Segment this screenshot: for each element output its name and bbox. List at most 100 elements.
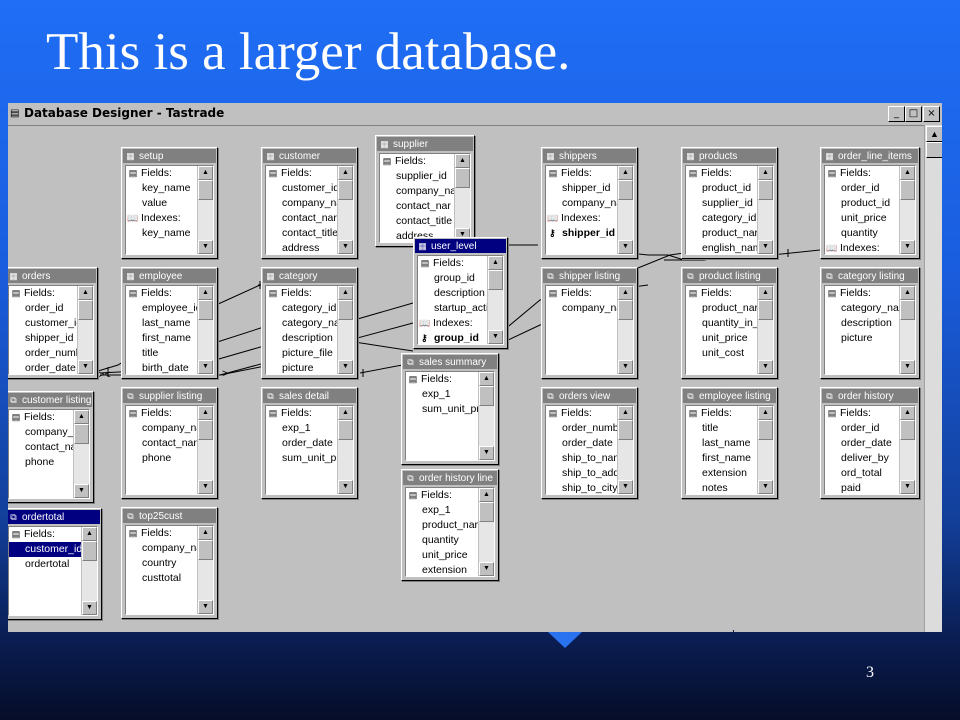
fields-header[interactable]: ▤Fields: — [126, 406, 197, 421]
field-row[interactable]: ship_to_nam — [546, 451, 617, 466]
scroll-thumb[interactable] — [488, 270, 503, 290]
scroll-down-arrow-icon[interactable]: ▼ — [488, 330, 503, 344]
table-title-bar[interactable]: ⧉ordertotal — [8, 510, 100, 524]
scroll-thumb[interactable] — [900, 420, 915, 440]
fields-header[interactable]: ▤Fields: — [406, 372, 478, 387]
scroll-thumb[interactable] — [618, 180, 633, 200]
scroll-thumb[interactable] — [78, 300, 93, 320]
field-list-scrollbar[interactable]: ▲▼ — [899, 406, 915, 494]
field-list-scrollbar[interactable]: ▲▼ — [454, 154, 470, 242]
field-list-scrollbar[interactable]: ▲▼ — [197, 286, 213, 374]
field-list-scrollbar[interactable]: ▲▼ — [337, 406, 353, 494]
scroll-up-arrow-icon[interactable]: ▲ — [338, 166, 353, 180]
table-box-customer-listing[interactable]: ⧉customer listing▤Fields:company_naconta… — [8, 391, 94, 503]
indexes-header[interactable]: 📖Indexes: — [126, 211, 197, 226]
field-list-scrollbar[interactable]: ▲▼ — [487, 256, 503, 344]
table-title-bar[interactable]: ▦customer — [263, 149, 356, 163]
field-row[interactable]: order_date — [9, 361, 77, 374]
scroll-up-arrow-icon[interactable]: ▲ — [618, 406, 633, 420]
field-row[interactable]: category_id — [686, 211, 757, 226]
field-row[interactable]: unit_price — [686, 331, 757, 346]
database-designer-window[interactable]: ▤ Database Designer - Tastrade _ □ × — [8, 103, 942, 632]
scroll-down-arrow-icon[interactable]: ▼ — [758, 480, 773, 494]
fields-header[interactable]: ▤Fields: — [126, 166, 197, 181]
scroll-up-arrow-icon[interactable]: ▲ — [926, 126, 942, 142]
field-row[interactable]: title — [686, 421, 757, 436]
field-list-scrollbar[interactable]: ▲▼ — [73, 410, 89, 498]
table-title-bar[interactable]: ▦user_level — [415, 239, 506, 253]
field-row[interactable]: quantity_in_ — [686, 316, 757, 331]
scroll-thumb[interactable] — [900, 180, 915, 200]
scroll-down-arrow-icon[interactable]: ▼ — [338, 480, 353, 494]
scroll-up-arrow-icon[interactable]: ▲ — [74, 410, 89, 424]
field-row[interactable]: contact_nar — [266, 211, 337, 226]
field-row[interactable]: sum_unit_pr — [266, 451, 337, 466]
scroll-down-arrow-icon[interactable]: ▼ — [479, 446, 494, 460]
scroll-up-arrow-icon[interactable]: ▲ — [78, 286, 93, 300]
field-row[interactable]: category_na — [266, 316, 337, 331]
field-row[interactable]: extension — [406, 563, 478, 576]
scroll-down-arrow-icon[interactable]: ▼ — [338, 360, 353, 374]
scroll-down-arrow-icon[interactable]: ▼ — [618, 240, 633, 254]
field-list-scrollbar[interactable]: ▲▼ — [757, 406, 773, 494]
field-row[interactable]: ship_to_add — [546, 466, 617, 481]
table-box-shipper-listing[interactable]: ⧉shipper listing▤Fields:company_na▲▼ — [541, 267, 638, 379]
window-vertical-scrollbar[interactable]: ▲ — [924, 125, 942, 632]
field-list-scrollbar[interactable]: ▲▼ — [337, 286, 353, 374]
fields-header[interactable]: ▤Fields: — [546, 166, 617, 181]
field-row[interactable]: company_na — [266, 196, 337, 211]
scroll-thumb[interactable] — [198, 540, 213, 560]
field-row[interactable]: key_name — [126, 181, 197, 196]
field-row[interactable]: group_id — [418, 271, 487, 286]
scroll-thumb[interactable] — [479, 502, 494, 522]
field-row[interactable]: employee_id — [126, 301, 197, 316]
window-titlebar[interactable]: ▤ Database Designer - Tastrade _ □ × — [8, 103, 942, 126]
fields-header[interactable]: ▤Fields: — [266, 406, 337, 421]
scroll-down-arrow-icon[interactable]: ▼ — [74, 484, 89, 498]
field-row[interactable]: value — [126, 196, 197, 211]
field-row[interactable]: contact_nar — [9, 440, 73, 455]
table-title-bar[interactable]: ▦shippers — [543, 149, 636, 163]
scroll-thumb[interactable] — [900, 300, 915, 320]
scroll-thumb[interactable] — [618, 300, 633, 320]
scroll-up-arrow-icon[interactable]: ▲ — [900, 286, 915, 300]
table-title-bar[interactable]: ⧉order history — [822, 389, 918, 403]
fields-header[interactable]: ▤Fields: — [266, 166, 337, 181]
scroll-thumb[interactable] — [338, 300, 353, 320]
scroll-up-arrow-icon[interactable]: ▲ — [618, 286, 633, 300]
fields-header[interactable]: ▤Fields: — [9, 527, 81, 542]
scroll-up-arrow-icon[interactable]: ▲ — [900, 166, 915, 180]
field-list-scrollbar[interactable]: ▲▼ — [617, 286, 633, 374]
scroll-up-arrow-icon[interactable]: ▲ — [618, 166, 633, 180]
minimize-button[interactable]: _ — [888, 106, 905, 122]
scroll-thumb[interactable] — [618, 420, 633, 440]
table-title-bar[interactable]: ⧉sales detail — [263, 389, 356, 403]
field-row[interactable]: order_numbe — [9, 346, 77, 361]
scroll-up-arrow-icon[interactable]: ▲ — [488, 256, 503, 270]
field-row[interactable]: customer_id — [9, 316, 77, 331]
field-list[interactable]: ▤Fields:group_iddescriptionstartup_actio… — [417, 255, 504, 345]
field-row[interactable]: ord_total — [825, 466, 899, 481]
field-row[interactable]: phone — [126, 451, 197, 466]
indexes-header[interactable]: 📖Indexes: — [825, 241, 899, 254]
field-row[interactable]: custtotal — [126, 571, 197, 586]
fields-header[interactable]: ▤Fields: — [380, 154, 454, 169]
field-row[interactable]: startup_actio — [418, 301, 487, 316]
scroll-down-arrow-icon[interactable]: ▼ — [198, 240, 213, 254]
field-row[interactable]: picture — [266, 361, 337, 374]
field-row[interactable]: description — [825, 316, 899, 331]
scroll-up-arrow-icon[interactable]: ▲ — [455, 154, 470, 168]
scroll-up-arrow-icon[interactable]: ▲ — [900, 406, 915, 420]
